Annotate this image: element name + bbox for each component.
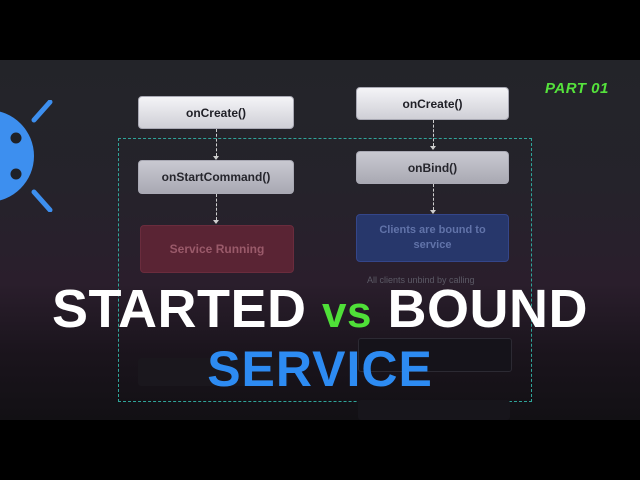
letterbox-bottom — [0, 420, 640, 480]
faded-box-right — [358, 338, 512, 372]
letterbox-top — [0, 0, 640, 60]
connector-right-1 — [433, 120, 434, 146]
headline-line-2: SERVICE — [207, 341, 433, 397]
headline-vs: vs — [322, 288, 372, 337]
onbind-box: onBind() — [356, 151, 509, 184]
headline-line-1: STARTED vs BOUND — [0, 278, 640, 340]
unbind-note: All clients unbind by calling — [367, 275, 475, 285]
arrow-left-2 — [213, 220, 219, 224]
arrow-left-1 — [213, 156, 219, 160]
part-badge: PART 01 — [545, 80, 609, 97]
android-icon — [0, 100, 53, 212]
scope-outline — [118, 138, 532, 402]
started-oncreate-box: onCreate() — [138, 96, 294, 129]
clients-bound-box: Clients are bound to service — [356, 214, 509, 262]
headline-word-bound: BOUND — [387, 279, 588, 339]
connector-left-1 — [216, 129, 217, 156]
arrow-right-1 — [430, 146, 436, 150]
faded-box-left — [138, 358, 288, 386]
connector-right-2 — [433, 184, 434, 210]
canvas: onCreate() onStartCommand() Service Runn… — [0, 60, 640, 420]
connector-left-2 — [216, 194, 217, 220]
headline-word-started: STARTED — [52, 279, 307, 339]
faded-box-right-lower — [358, 400, 510, 420]
service-running-box: Service Running — [140, 225, 294, 273]
onstartcommand-box: onStartCommand() — [138, 160, 294, 194]
arrow-right-2 — [430, 210, 436, 214]
bound-oncreate-box: onCreate() — [356, 87, 509, 120]
